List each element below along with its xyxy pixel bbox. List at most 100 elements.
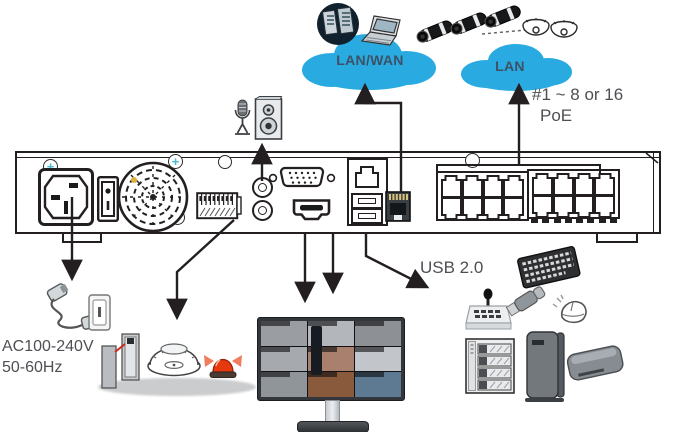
usb-io-block bbox=[347, 158, 388, 226]
rj45-tab bbox=[598, 173, 612, 179]
ptz-keyboard-icon bbox=[465, 288, 512, 332]
mouse-icon bbox=[549, 294, 591, 326]
rj45-tab bbox=[598, 212, 612, 218]
camera-view-tile bbox=[355, 346, 401, 372]
led-indicator bbox=[564, 219, 572, 223]
rj45-outline bbox=[355, 166, 379, 188]
rj45-tab bbox=[444, 175, 458, 181]
panel-edge-line bbox=[17, 157, 659, 158]
smoke-detector-icon bbox=[146, 332, 202, 380]
ac-power-label-line2: 50-60Hz bbox=[2, 359, 63, 376]
laptop-icon bbox=[360, 14, 408, 52]
poe-port bbox=[552, 173, 574, 196]
rj45-tab bbox=[507, 214, 521, 220]
hdmi-port bbox=[291, 198, 332, 222]
rj45-tab bbox=[577, 173, 591, 179]
camera-view-tile bbox=[261, 372, 307, 397]
ac-power-label: AC100-240V 50-60Hz bbox=[2, 336, 94, 378]
screw-hole bbox=[465, 153, 480, 168]
nas-storage-icon bbox=[465, 338, 515, 394]
cloud-icon bbox=[461, 44, 572, 91]
speaker-icon bbox=[254, 96, 284, 142]
poe-row bbox=[532, 195, 615, 218]
poe-port bbox=[573, 173, 595, 196]
dome-camera-icon bbox=[522, 16, 580, 46]
camera-link-dotted-line bbox=[480, 26, 528, 36]
rj45-tab bbox=[507, 175, 521, 181]
dido-terminal-block bbox=[196, 192, 242, 221]
lan-cloud-label: LAN bbox=[495, 58, 525, 74]
poe-port bbox=[594, 195, 615, 218]
poe-port bbox=[552, 195, 574, 218]
ac-power-inlet bbox=[38, 168, 94, 226]
led-indicator bbox=[609, 219, 617, 223]
devices-shadow bbox=[98, 378, 256, 396]
poe-port bbox=[461, 197, 483, 220]
viewing-clients-icon bbox=[314, 2, 364, 48]
rj45-tab bbox=[465, 214, 479, 220]
poe-port bbox=[441, 197, 462, 220]
screw-icon bbox=[168, 154, 183, 169]
poe-port bbox=[532, 173, 553, 196]
camera-view-tile bbox=[261, 346, 307, 372]
external-hdd-icon bbox=[561, 336, 630, 388]
usb-arrow bbox=[364, 234, 430, 289]
fan-grille bbox=[116, 160, 190, 234]
panel-edge-line bbox=[653, 153, 654, 232]
screw-hole bbox=[218, 155, 232, 169]
bullet-camera-icon bbox=[414, 2, 526, 54]
camera-view-tile bbox=[308, 372, 354, 397]
rj45-tab bbox=[486, 214, 500, 220]
camera-view-tile bbox=[261, 321, 307, 346]
microphone-icon bbox=[232, 98, 252, 140]
rj45-tab bbox=[465, 175, 479, 181]
poe-port bbox=[441, 175, 462, 198]
rj45-tab bbox=[444, 214, 458, 220]
led-indicator bbox=[531, 219, 538, 223]
camera-view-tile bbox=[355, 372, 401, 397]
nvr-rear-panel bbox=[15, 151, 661, 234]
rj45-tab bbox=[535, 173, 549, 179]
led-indicator bbox=[542, 219, 550, 223]
wall-outlet-icon bbox=[88, 294, 112, 332]
door-sensor-icon bbox=[100, 330, 144, 390]
poe-row bbox=[532, 173, 615, 196]
monitor-video-wall-icon bbox=[257, 317, 405, 401]
poe-port bbox=[503, 197, 524, 220]
gigabit-lan-port bbox=[385, 191, 411, 222]
led-indicator bbox=[587, 219, 595, 223]
poe-port bbox=[482, 197, 504, 220]
rj45-tab bbox=[577, 212, 591, 218]
poe-row bbox=[441, 197, 524, 220]
audio-in-jack bbox=[252, 200, 273, 221]
led-indicator bbox=[553, 219, 561, 223]
lan-wan-cloud-label: LAN/WAN bbox=[336, 52, 404, 68]
usb-label: USB 2.0 bbox=[420, 258, 484, 277]
poe-port bbox=[503, 175, 524, 198]
screen-toolbar bbox=[311, 326, 323, 375]
poe-port bbox=[482, 175, 504, 198]
rj45-tab bbox=[486, 175, 500, 181]
rj45-tab bbox=[556, 212, 570, 218]
poe-port bbox=[573, 195, 595, 218]
poe-port bbox=[594, 173, 615, 196]
lan-cloud: LAN bbox=[456, 40, 580, 94]
rj45-tab bbox=[556, 173, 570, 179]
usb-flash-drive-icon bbox=[503, 282, 550, 321]
vga-port bbox=[268, 164, 336, 192]
ac-power-label-line1: AC100-240V bbox=[2, 338, 94, 355]
poe-led-indicators bbox=[531, 219, 617, 223]
tower-drive-icon bbox=[524, 330, 566, 404]
poe-port bbox=[532, 195, 553, 218]
monitor-base bbox=[297, 421, 369, 432]
usb-port-2 bbox=[351, 208, 383, 224]
poe-port-group-2 bbox=[527, 169, 620, 219]
alarm-light-icon bbox=[203, 344, 243, 380]
poe-ports-label-line2: PoE bbox=[540, 106, 573, 125]
monitor-screen bbox=[261, 321, 401, 397]
rj45-tab bbox=[535, 212, 549, 218]
poe-row bbox=[441, 175, 524, 198]
led-indicator bbox=[576, 219, 584, 223]
poe-ports-label: #1 ~ 8 or 16 PoE bbox=[532, 84, 623, 126]
